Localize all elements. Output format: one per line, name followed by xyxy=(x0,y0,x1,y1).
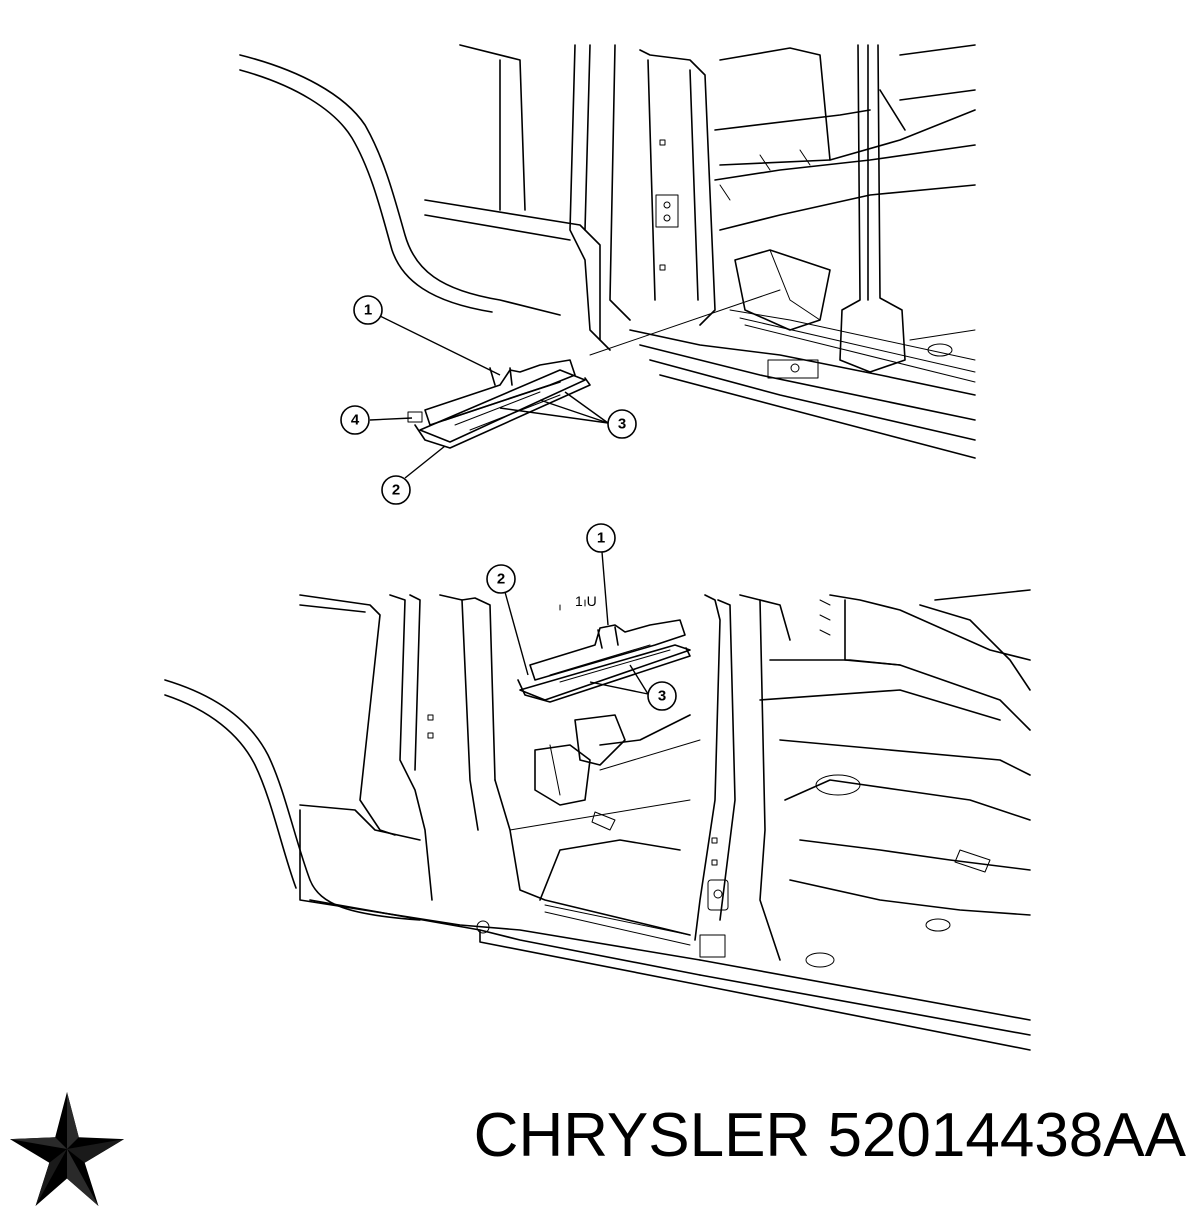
scissor-jack-upper xyxy=(407,359,591,449)
part-number: 52014438AA xyxy=(827,1101,1186,1170)
callout-1-lower xyxy=(586,523,616,553)
callout-1-upper-label: 1 xyxy=(364,302,372,319)
upper-vehicle-view xyxy=(239,44,976,459)
lower-callouts: 1 2 3 xyxy=(486,523,677,711)
callout-1-lower-label: 1 xyxy=(597,530,605,547)
part-caption: CHRYSLER 52014438AA xyxy=(474,1100,1186,1171)
stamp-text: 1 U xyxy=(575,593,597,609)
callout-3-lower xyxy=(647,681,677,711)
upper-callouts: 1 4 3 2 xyxy=(340,295,637,505)
footer: CHRYSLER 52014438AA xyxy=(0,1080,1200,1207)
callout-3-lower-label: 3 xyxy=(658,688,666,705)
callout-4-upper-label: 4 xyxy=(351,412,360,429)
callout-2-upper xyxy=(381,475,411,505)
callout-2-upper-label: 2 xyxy=(392,482,400,499)
brand-name: CHRYSLER xyxy=(473,1101,811,1170)
callout-4-upper xyxy=(340,405,370,435)
scissor-jack-lower xyxy=(517,619,691,703)
callout-3-upper xyxy=(607,409,637,439)
callout-2-lower xyxy=(486,564,516,594)
lower-vehicle-view xyxy=(164,589,1031,1051)
callout-1-upper xyxy=(353,295,383,325)
callout-3-upper-label: 3 xyxy=(618,416,626,433)
chrysler-pentastar-icon xyxy=(9,1091,125,1207)
callout-2-lower-label: 2 xyxy=(497,571,505,588)
